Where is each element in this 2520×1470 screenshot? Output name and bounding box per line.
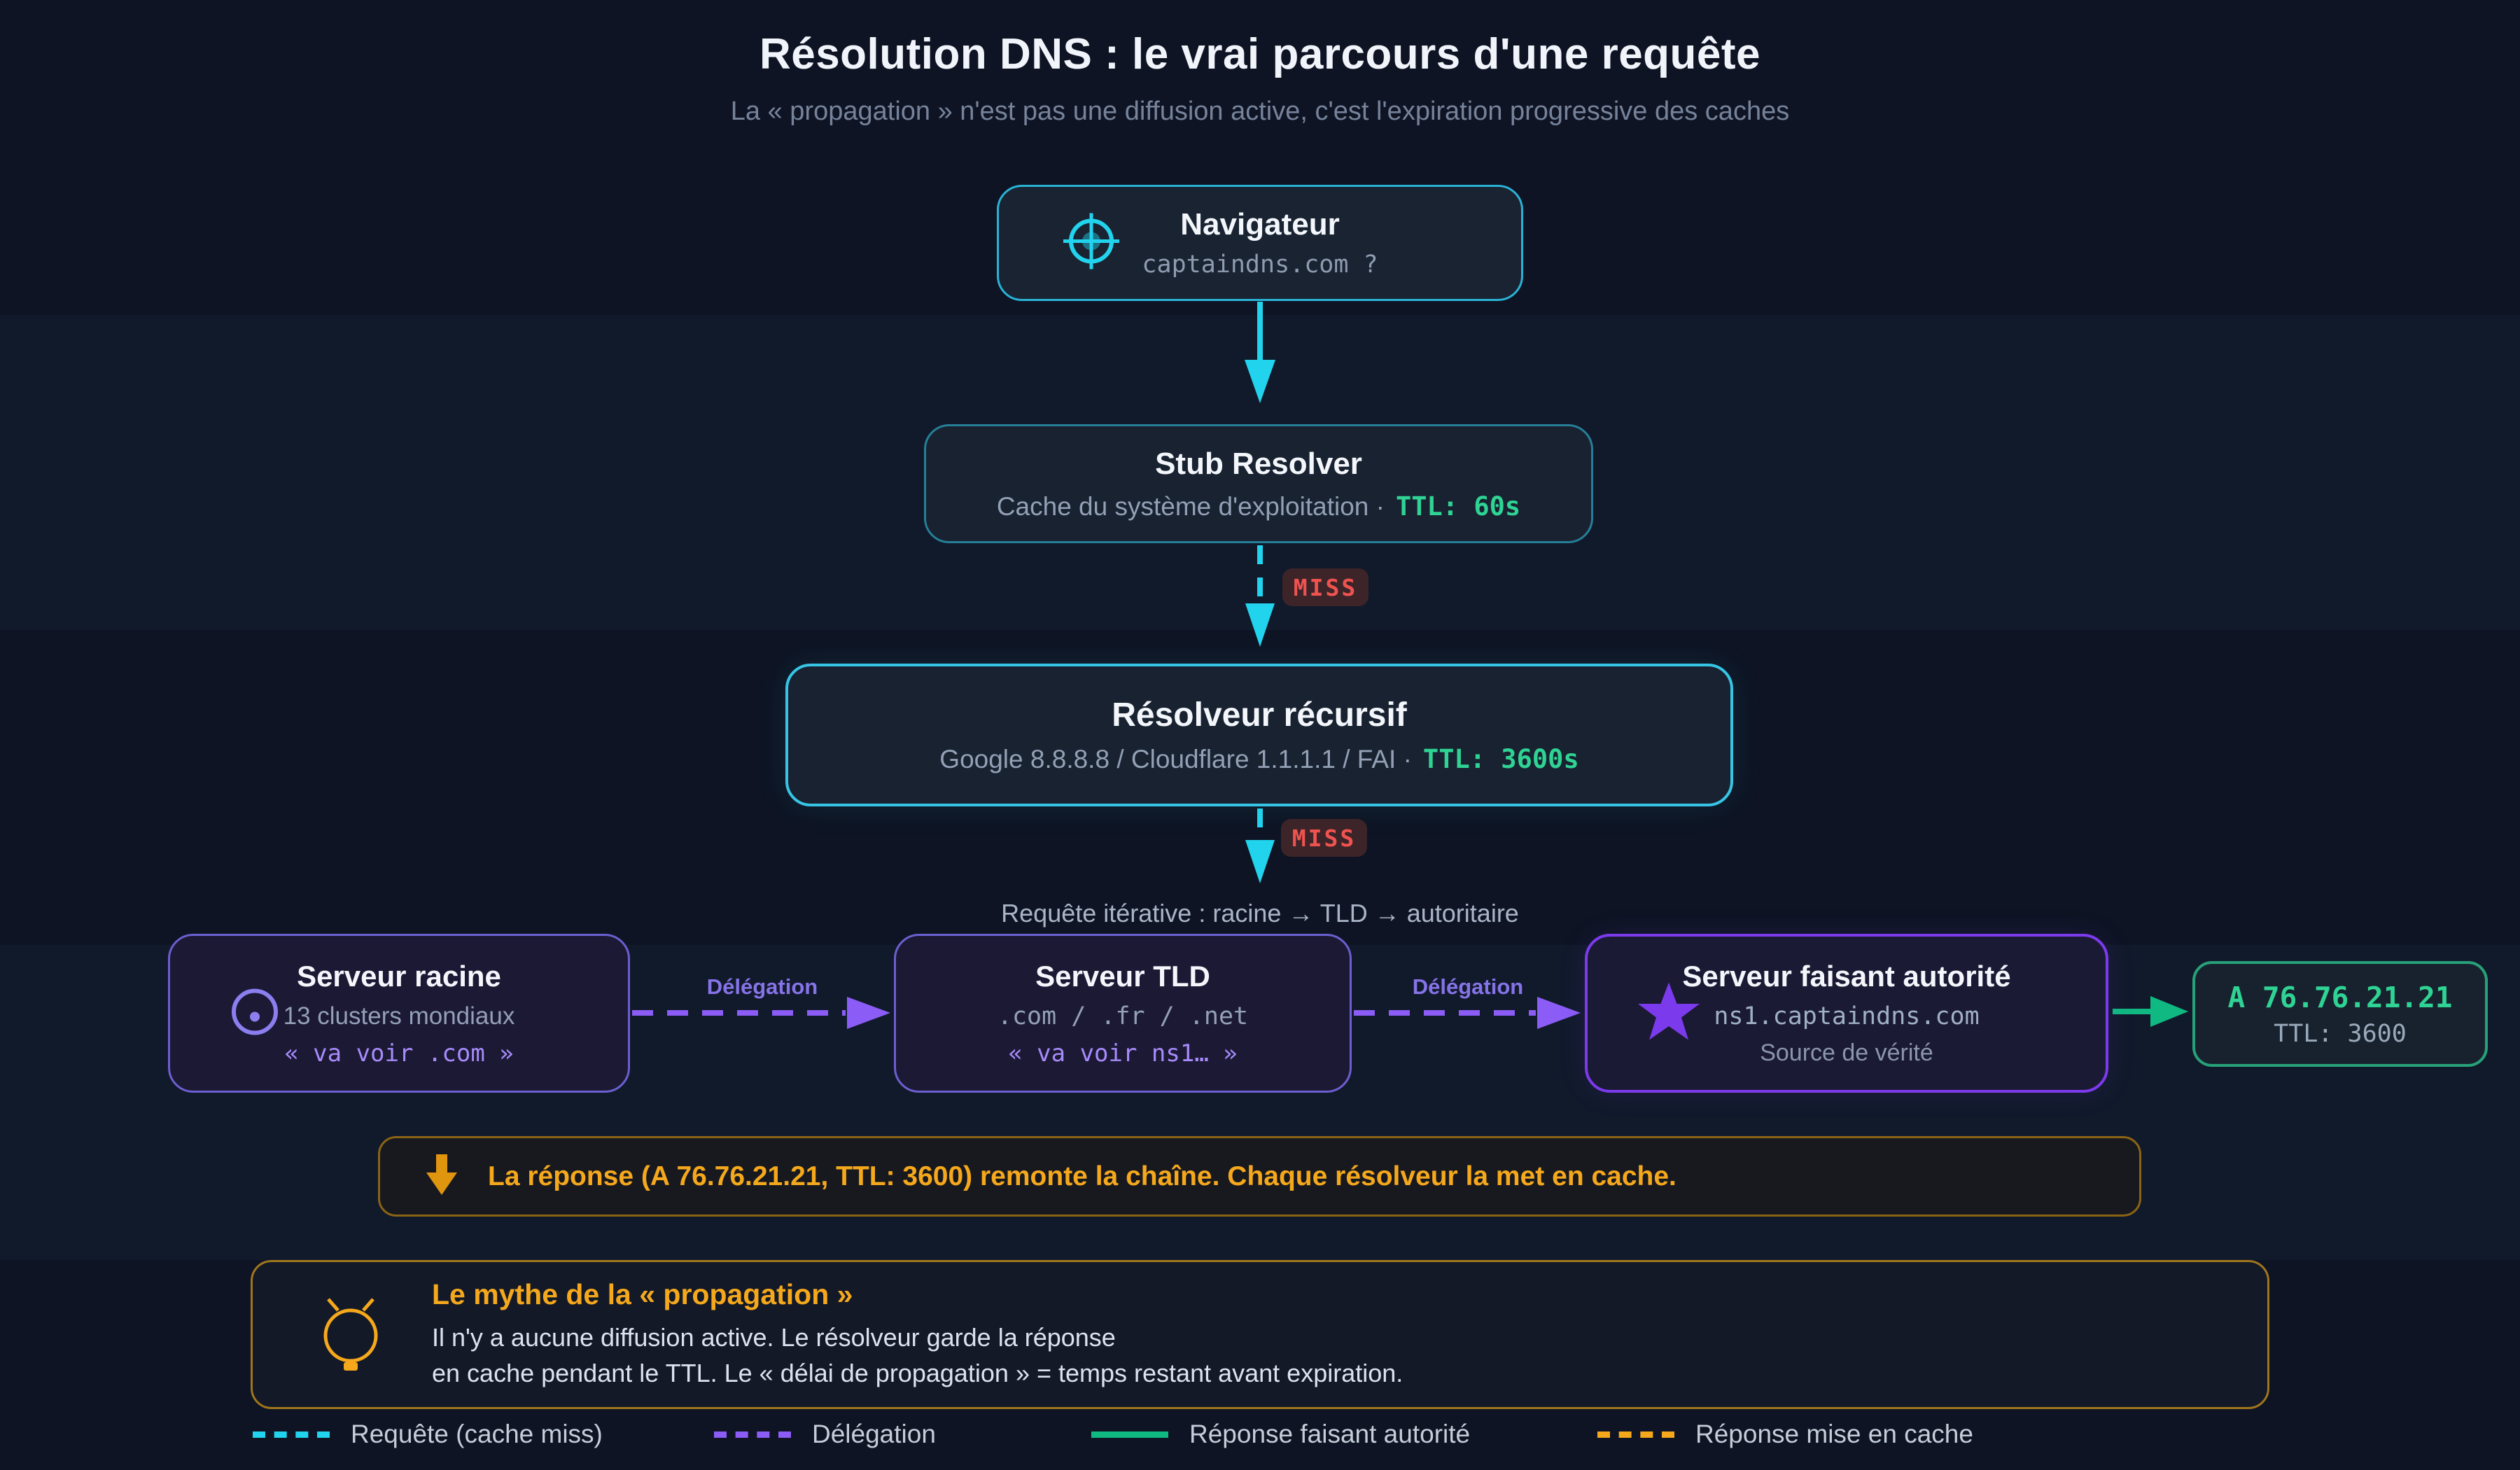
legend-label: Réponse faisant autorité (1189, 1420, 1471, 1448)
star-icon (1635, 978, 1702, 1049)
root-server-icon (225, 981, 285, 1045)
legend-swatch-green-solid (1091, 1431, 1168, 1438)
legend-item-cached-response: Réponse mise en cache (1597, 1420, 1973, 1449)
node-authoritative-server: Serveur faisant autorité ns1.captaindns.… (1585, 934, 2108, 1093)
stub-title: Stub Resolver (1155, 446, 1362, 481)
down-arrow-icon (426, 1154, 457, 1198)
miss-badge-2: MISS (1281, 819, 1367, 857)
arrow-stub-to-recursive (1245, 545, 1275, 647)
arrow-recursive-to-iterative (1245, 808, 1275, 883)
tld-server-quote: « va voir ns1… » (1008, 1039, 1238, 1068)
legend-label: Requête (cache miss) (351, 1420, 603, 1448)
node-answer-record: A 76.76.21.21 TTL: 3600 (2192, 961, 2488, 1067)
arrow-authoritative-to-answer (2113, 996, 2188, 1027)
page-subtitle: La « propagation » n'est pas une diffusi… (730, 97, 1790, 126)
authoritative-title: Serveur faisant autorité (1682, 960, 2011, 993)
myth-line2: en cache pendant le TTL. Le « délai de p… (432, 1359, 1404, 1387)
legend-item-authoritative-response: Réponse faisant autorité (1091, 1420, 1470, 1449)
arrow-tld-to-authoritative (1354, 997, 1581, 1029)
authoritative-note: Source de vérité (1760, 1040, 1933, 1066)
arrow-root-to-tld (632, 997, 890, 1029)
browser-query: captaindns.com ? (1142, 251, 1378, 279)
root-server-desc: 13 clusters mondiaux (283, 1002, 515, 1030)
crosshair-icon (1059, 209, 1124, 277)
legend-swatch-orange-dashed (1597, 1431, 1674, 1438)
arrow-browser-to-stub (1245, 302, 1275, 403)
recursive-title: Résolveur récursif (1112, 696, 1407, 734)
tld-server-desc: .com / .fr / .net (997, 1002, 1249, 1030)
response-banner-text: La réponse (A 76.76.21.21, TTL: 3600) re… (488, 1161, 1676, 1191)
iterative-query-label: Requête itérative : racine → TLD → autor… (1001, 899, 1519, 927)
node-stub-resolver: Stub Resolver Cache du système d'exploit… (924, 424, 1593, 543)
node-root-server: Serveur racine 13 clusters mondiaux « va… (168, 934, 630, 1093)
authoritative-host: ns1.captaindns.com (1714, 1002, 1980, 1030)
browser-title: Navigateur (1180, 207, 1340, 241)
legend-swatch-cyan-dashed (253, 1431, 330, 1438)
recursive-ttl: TTL: 3600s (1422, 744, 1579, 774)
answer-record: A 76.76.21.21 (2227, 980, 2453, 1014)
delegation-label-1: Délégation (706, 974, 818, 999)
delegation-label-2: Délégation (1412, 974, 1524, 999)
legend-item-delegation: Délégation (714, 1420, 936, 1449)
lightbulb-icon (314, 1289, 387, 1380)
root-server-quote: « va voir .com » (284, 1039, 514, 1068)
tld-server-title: Serveur TLD (1035, 959, 1210, 993)
myth-box: Le mythe de la « propagation » Il n'y a … (251, 1260, 2269, 1409)
stub-desc: Cache du système d'exploitation · (996, 491, 1385, 521)
miss-badge-1: MISS (1282, 568, 1368, 606)
answer-ttl: TTL: 3600 (2274, 1019, 2407, 1048)
recursive-desc: Google 8.8.8.8 / Cloudflare 1.1.1.1 / FA… (939, 745, 1412, 774)
node-tld-server: Serveur TLD .com / .fr / .net « va voir … (894, 934, 1352, 1093)
legend-item-cache-miss: Requête (cache miss) (253, 1420, 603, 1449)
legend-label: Réponse mise en cache (1695, 1420, 1973, 1448)
response-banner: La réponse (A 76.76.21.21, TTL: 3600) re… (378, 1136, 2141, 1217)
legend-swatch-purple-dashed (714, 1431, 791, 1438)
page-title: Résolution DNS : le vrai parcours d'une … (759, 30, 1761, 78)
node-browser: Navigateur captaindns.com ? (997, 185, 1523, 301)
legend-label: Délégation (812, 1420, 936, 1448)
myth-title: Le mythe de la « propagation » (432, 1278, 853, 1310)
root-server-title: Serveur racine (297, 959, 501, 993)
myth-line1: Il n'y a aucune diffusion active. Le rés… (432, 1322, 1116, 1352)
stub-ttl: TTL: 60s (1395, 491, 1521, 522)
node-recursive-resolver: Résolveur récursif Google 8.8.8.8 / Clou… (785, 664, 1733, 806)
